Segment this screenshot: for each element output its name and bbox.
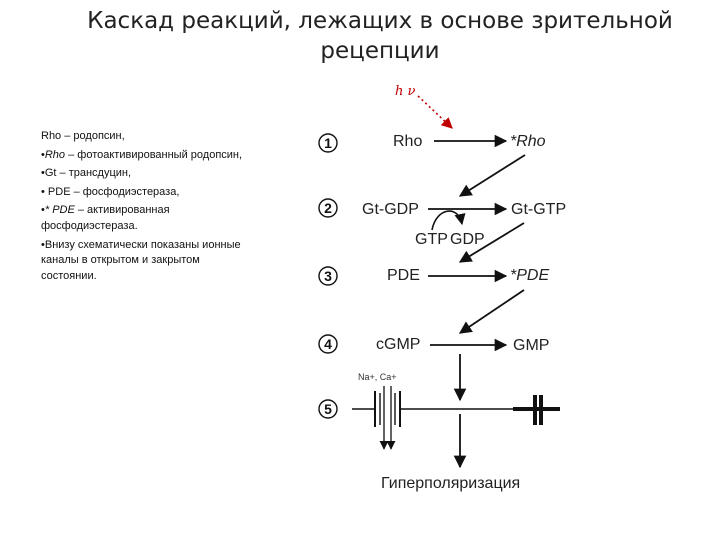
gtp-gdp-exchange-arc xyxy=(431,210,466,231)
note-channels: •Внизу схематически показаны ионные кана… xyxy=(41,238,241,282)
photon-arrow xyxy=(417,95,453,129)
label-rho-active: *Rho xyxy=(510,133,546,150)
step-marker-3: 3 xyxy=(318,266,338,286)
page-title: Каскад реакций, лежащих в основе зритель… xyxy=(40,6,720,66)
photon-label: h ν xyxy=(395,84,416,99)
label-pde-active: *PDE xyxy=(510,267,549,284)
svg-text:3: 3 xyxy=(324,268,332,284)
svg-text:2: 2 xyxy=(324,200,332,216)
label-pde: PDE xyxy=(387,267,420,284)
step-marker-2: 2 xyxy=(318,198,338,218)
label-gmp: GMP xyxy=(513,337,549,354)
svg-text:5: 5 xyxy=(324,401,332,417)
title-line-2: рецепции xyxy=(320,38,440,64)
label-cgmp: cGMP xyxy=(376,336,420,353)
step-marker-4: 4 xyxy=(318,334,338,354)
label-hyperpolarization: Гиперполяризация xyxy=(381,475,520,492)
svg-text:1: 1 xyxy=(324,135,332,151)
notes-text: Rho – родопсин, •Rho – фотоактивированны… xyxy=(41,129,246,287)
label-gt-gtp: Gt-GTP xyxy=(511,201,566,218)
label-gtp: GTP xyxy=(415,231,448,248)
label-rho: Rho xyxy=(393,133,422,150)
note-pde: • PDE – фосфодиэстераза, xyxy=(41,185,180,198)
note-rho-active: •Rho – фотоактивированный родопсин, xyxy=(41,148,243,161)
label-gdp: GDP xyxy=(450,231,485,248)
open-ion-channel xyxy=(374,386,401,450)
arrow-rho-to-gt xyxy=(458,154,526,197)
svg-text:4: 4 xyxy=(324,336,332,352)
arrow-gt-to-pde xyxy=(458,222,525,263)
note-gt: •Gt – трансдуцин, xyxy=(41,167,132,180)
step-marker-1: 1 xyxy=(318,133,338,153)
label-ions: Na+, Ca+ xyxy=(358,372,397,382)
closed-ion-channel xyxy=(513,395,560,425)
note-pde-active: •* PDE – активированная фосфодиэстераза. xyxy=(41,204,170,232)
label-gt-gdp: Gt-GDP xyxy=(362,201,419,218)
note-rho: Rho – родопсин, xyxy=(41,130,125,142)
title-line-1: Каскад реакций, лежащих в основе зритель… xyxy=(87,8,673,34)
step-marker-5: 5 xyxy=(318,399,338,419)
arrow-pde-to-cgmp xyxy=(458,289,525,334)
